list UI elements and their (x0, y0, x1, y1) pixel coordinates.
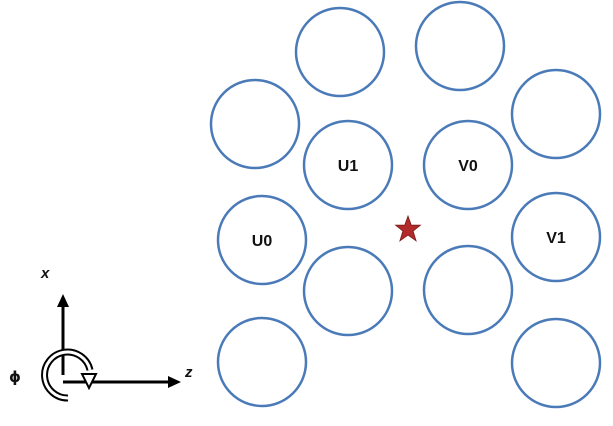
star-icon (394, 214, 422, 242)
z-axis-label: z (184, 364, 193, 381)
circle-label-u0: U0 (252, 233, 273, 250)
circle-label-u1: U1 (338, 158, 359, 175)
circle-top-right (414, 0, 506, 92)
circle-bottom-left (216, 316, 308, 408)
circle-label-v1: V1 (546, 230, 566, 247)
circle-v0 (422, 119, 514, 211)
circle-lower-right-inner (422, 244, 514, 336)
circle-bottom-right (510, 317, 602, 409)
circle-upper-right-outer (510, 68, 602, 160)
circle-u1 (302, 119, 394, 211)
circle-u0 (216, 194, 308, 286)
circle-top-left (294, 6, 386, 98)
circle-upper-left-outer (209, 78, 301, 170)
rotation-phi-icon (41, 348, 98, 402)
circle-v1 (510, 191, 602, 283)
coordinate-axes: x z ϕ (9, 265, 193, 402)
phi-label: ϕ (9, 368, 21, 386)
x-axis-label: x (40, 265, 50, 282)
z-axis-arrow-icon (168, 376, 181, 388)
x-axis-arrow-icon (57, 294, 69, 307)
circle-label-v0: V0 (458, 158, 478, 175)
circle-lower-left-inner (302, 245, 394, 337)
